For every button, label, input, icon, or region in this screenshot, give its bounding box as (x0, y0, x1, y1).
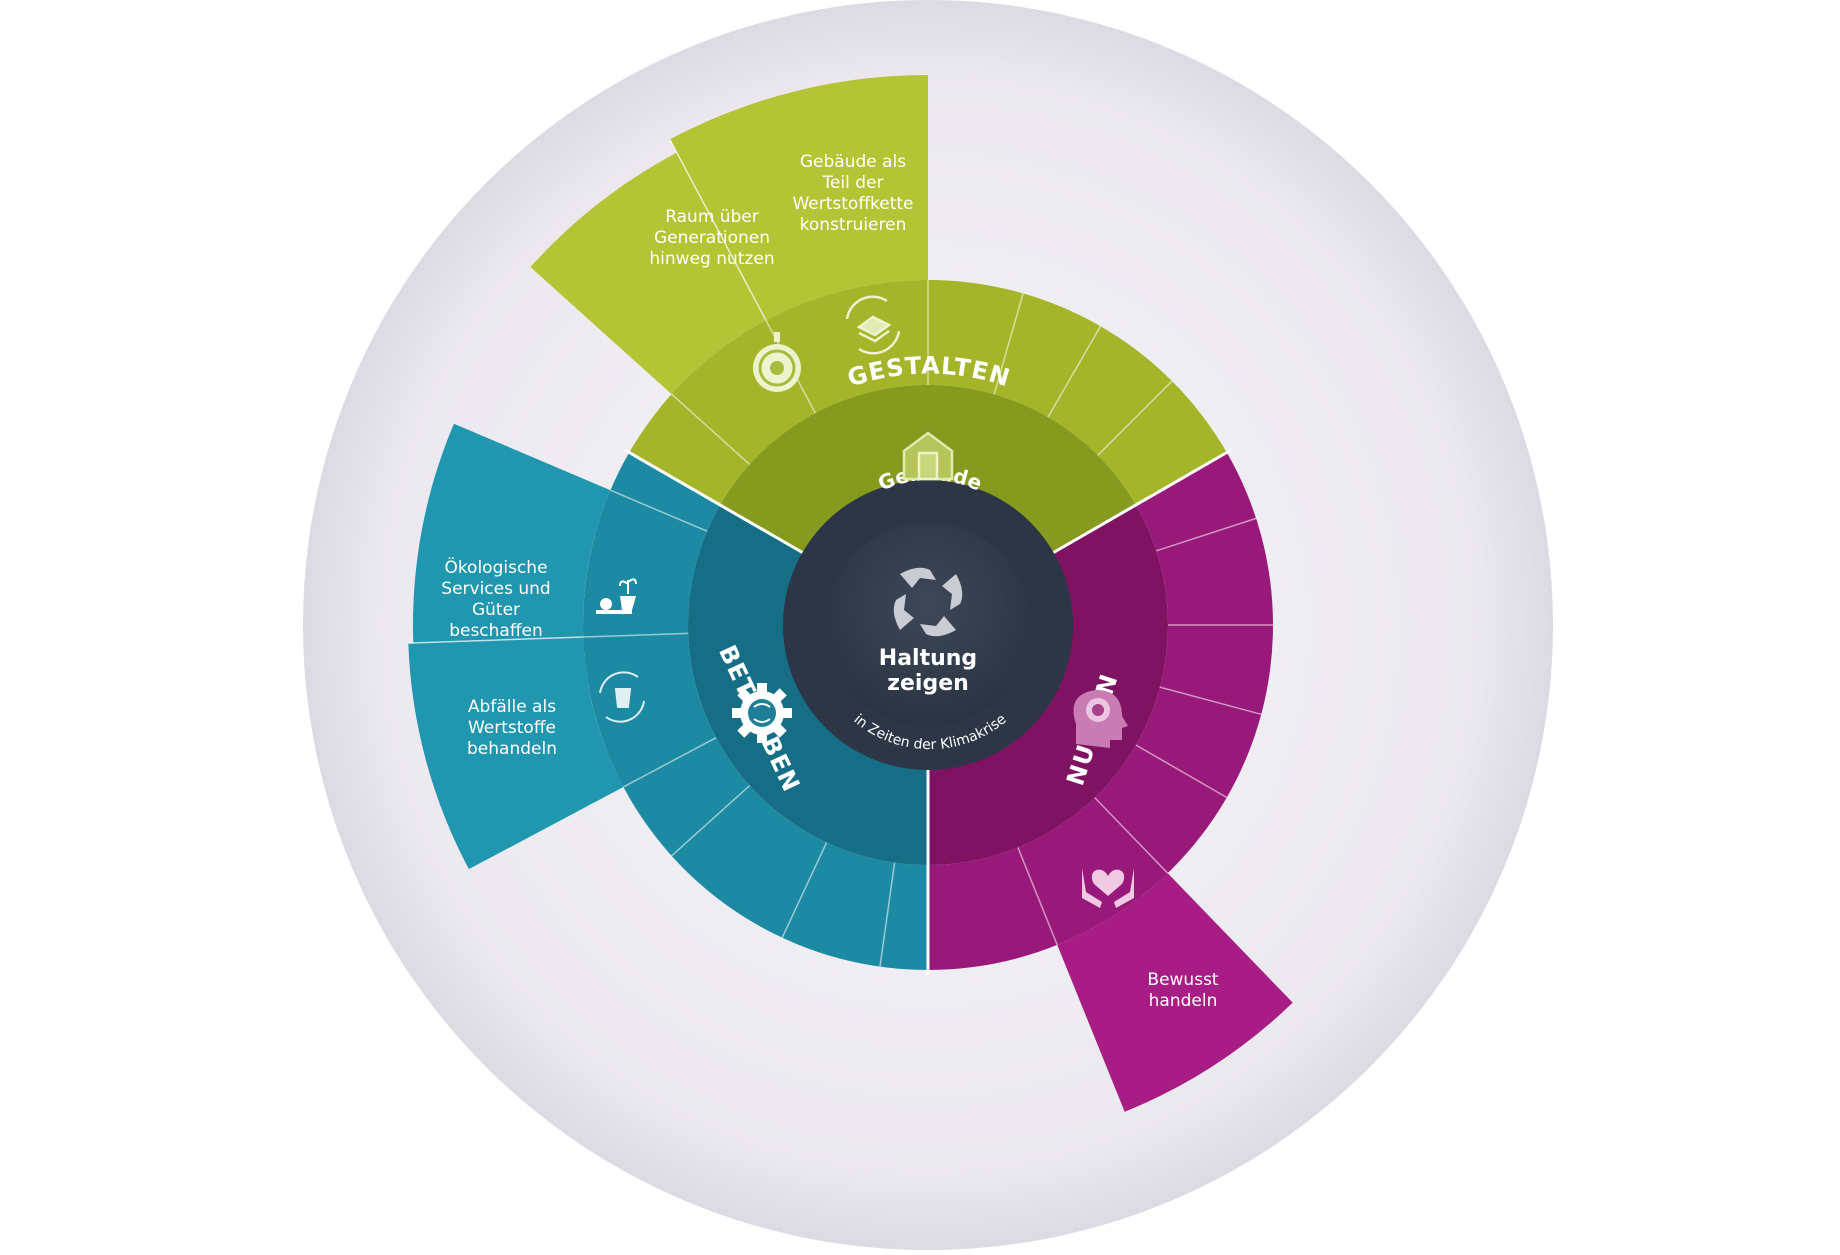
core-main-label-line1: Haltung (879, 646, 977, 671)
hands-circle-icon (893, 567, 963, 637)
segment-divider (623, 737, 717, 788)
segment-divider (1159, 686, 1262, 716)
segment-divider (1156, 517, 1257, 552)
outer-segment-gestalten-0 (530, 152, 767, 395)
label-line: Teil der (821, 173, 883, 193)
mid-ring-betreiben (582, 452, 928, 970)
heart-hands-icon (1082, 868, 1134, 908)
label-line: Generationen (654, 228, 770, 248)
segment-divider (1017, 847, 1058, 946)
label-line: Services und (441, 579, 550, 599)
label-line: beschaffen (449, 621, 543, 641)
segment-divider (993, 293, 1024, 395)
segment-divider (879, 862, 896, 967)
house-door-icon (902, 431, 954, 481)
label-line: Bewusst (1147, 970, 1219, 990)
label-line: handeln (1149, 991, 1218, 1011)
segment-divider (1097, 380, 1173, 456)
segment-divider (671, 785, 751, 857)
outer-segment-betreiben-0 (408, 637, 624, 870)
gear-icon (732, 683, 792, 743)
outer-segment-gestalten-1 (669, 75, 928, 321)
sector-boundary (1048, 448, 1232, 557)
outer-divider (669, 139, 767, 321)
segment-dividers (408, 139, 1273, 975)
label-line: Abfälle als (468, 697, 556, 717)
mid-ring-nutzen (928, 452, 1274, 970)
outer-segments-layer (408, 75, 1293, 1112)
label-line: Ökologische (444, 556, 547, 578)
outer-segment-nutzen-0 (1057, 873, 1293, 1112)
label-line: hinweg nutzen (649, 249, 774, 269)
label-line: Gebäude als (800, 152, 906, 172)
segment-divider (671, 393, 751, 465)
label-line: Wertstoffe (468, 718, 556, 738)
sector-boundary (624, 448, 808, 557)
segment-divider (583, 632, 689, 638)
segment-divider (1094, 797, 1169, 874)
segment-divider (781, 842, 828, 938)
label-line: Wertstoffkette (792, 194, 913, 214)
inner-ring-betreiben (688, 505, 928, 865)
core-main-label-line2: zeigen (887, 671, 969, 696)
recycle-bin-icon (599, 671, 645, 723)
label-line: behandeln (467, 739, 557, 759)
inner-ring-nutzen (928, 505, 1168, 865)
head-mind-icon (1073, 690, 1128, 748)
label-line: Güter (472, 600, 520, 620)
label-line: konstruieren (800, 215, 907, 235)
segment-divider (610, 489, 708, 532)
outer-divider (408, 636, 584, 644)
recycle-layers-icon (845, 295, 901, 355)
plant-shop-icon (596, 578, 637, 614)
compass-icon (753, 332, 801, 392)
segment-divider (1135, 744, 1228, 799)
label-line: Raum über (665, 207, 759, 227)
segment-divider (1047, 325, 1102, 418)
outer-segment-betreiben-1 (413, 423, 611, 643)
